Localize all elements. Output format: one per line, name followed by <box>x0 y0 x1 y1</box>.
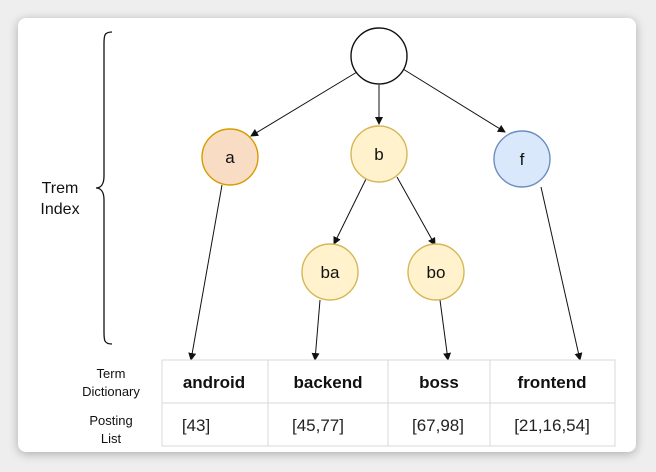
term-dictionary-label-line2: Dictionary <box>82 384 140 399</box>
tree-edges <box>188 68 583 361</box>
term-backend: backend <box>294 373 363 392</box>
svg-text:b: b <box>374 145 383 164</box>
edge-f-frontend <box>540 186 583 361</box>
index-brace <box>95 31 113 345</box>
edge-root-f <box>402 68 506 133</box>
edge-b-bo <box>396 176 436 246</box>
posting-list-label-line2: List <box>101 431 122 446</box>
tree-node-root <box>350 27 408 85</box>
edge-bo-boss <box>439 299 452 361</box>
index-label-line1: Trem <box>42 180 79 197</box>
posting-list-label-line1: Posting <box>89 413 132 428</box>
term-dictionary-label-line1: Term <box>97 366 126 381</box>
posting-android: [43] <box>182 416 210 435</box>
posting-boss: [67,98] <box>412 416 464 435</box>
term-android: android <box>183 373 245 392</box>
tree-node-f: f <box>493 130 551 188</box>
edge-ba-backend <box>311 299 321 361</box>
tree-node-ba: ba <box>301 243 359 301</box>
tree-node-a: a <box>201 128 259 186</box>
term-table <box>161 359 616 447</box>
svg-text:f: f <box>520 150 525 169</box>
svg-text:ba: ba <box>321 263 340 282</box>
edge-root-a <box>250 71 358 137</box>
posting-frontend: [21,16,54] <box>514 416 590 435</box>
posting-backend: [45,77] <box>292 416 344 435</box>
svg-text:a: a <box>225 148 235 167</box>
svg-text:bo: bo <box>427 263 446 282</box>
tree-node-bo: bo <box>407 243 465 301</box>
tree-node-b: b <box>350 125 408 183</box>
index-label-line2: Index <box>40 201 79 218</box>
term-boss: boss <box>419 373 459 392</box>
edge-a-android <box>188 184 223 361</box>
term-frontend: frontend <box>518 373 587 392</box>
edge-b-ba <box>333 178 367 245</box>
